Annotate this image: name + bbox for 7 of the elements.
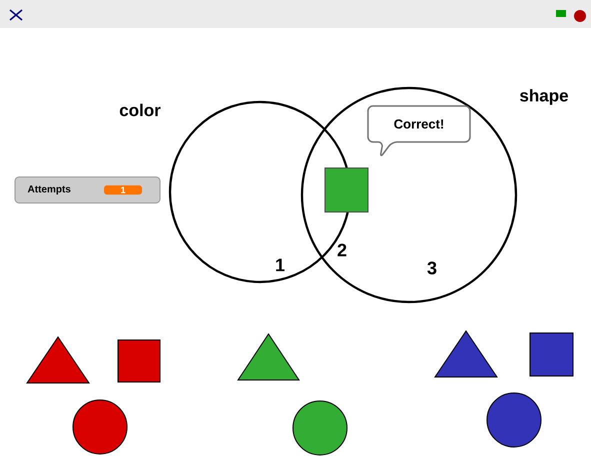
region-number: 2 — [338, 244, 346, 256]
region-number: 3 — [427, 262, 436, 274]
speech-bubble: Correct! — [367, 105, 471, 156]
region-number: 1 — [276, 258, 285, 272]
circle-label: shape — [520, 89, 568, 105]
variable-monitor: Attempts 1 — [14, 176, 160, 204]
circle-label: color — [120, 104, 161, 116]
